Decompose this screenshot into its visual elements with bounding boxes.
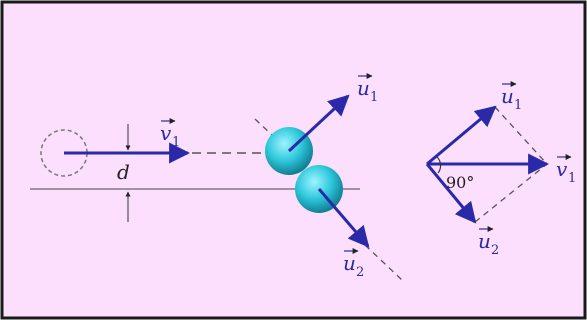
angle-label: 90° xyxy=(446,173,474,192)
triangle-u1-label: u xyxy=(501,84,514,108)
u1-vector xyxy=(287,94,350,153)
d-label: d xyxy=(117,160,130,184)
triangle-u2-label-sub: 2 xyxy=(491,243,499,258)
v1-label-sub: 1 xyxy=(172,135,180,150)
u2-label: u xyxy=(343,251,356,275)
v1-label: v xyxy=(160,121,172,145)
u1-label: u xyxy=(357,76,370,100)
triangle-u2-label: u xyxy=(478,229,491,253)
triangle-v1-label: v xyxy=(556,157,568,181)
triangle-v1-label-sub: 1 xyxy=(568,171,576,186)
triangle-dashed-top xyxy=(494,106,548,165)
triangle-u1-vector xyxy=(426,105,497,166)
u2-dashed-line xyxy=(364,244,403,281)
triangle-u2-vector xyxy=(425,163,477,224)
u2-vector xyxy=(317,188,370,248)
u2-label-sub: 2 xyxy=(356,265,364,280)
triangle-u1-label-sub: 1 xyxy=(514,98,522,113)
u1-label-sub: 1 xyxy=(370,90,378,105)
right-angle-arc xyxy=(436,156,442,174)
